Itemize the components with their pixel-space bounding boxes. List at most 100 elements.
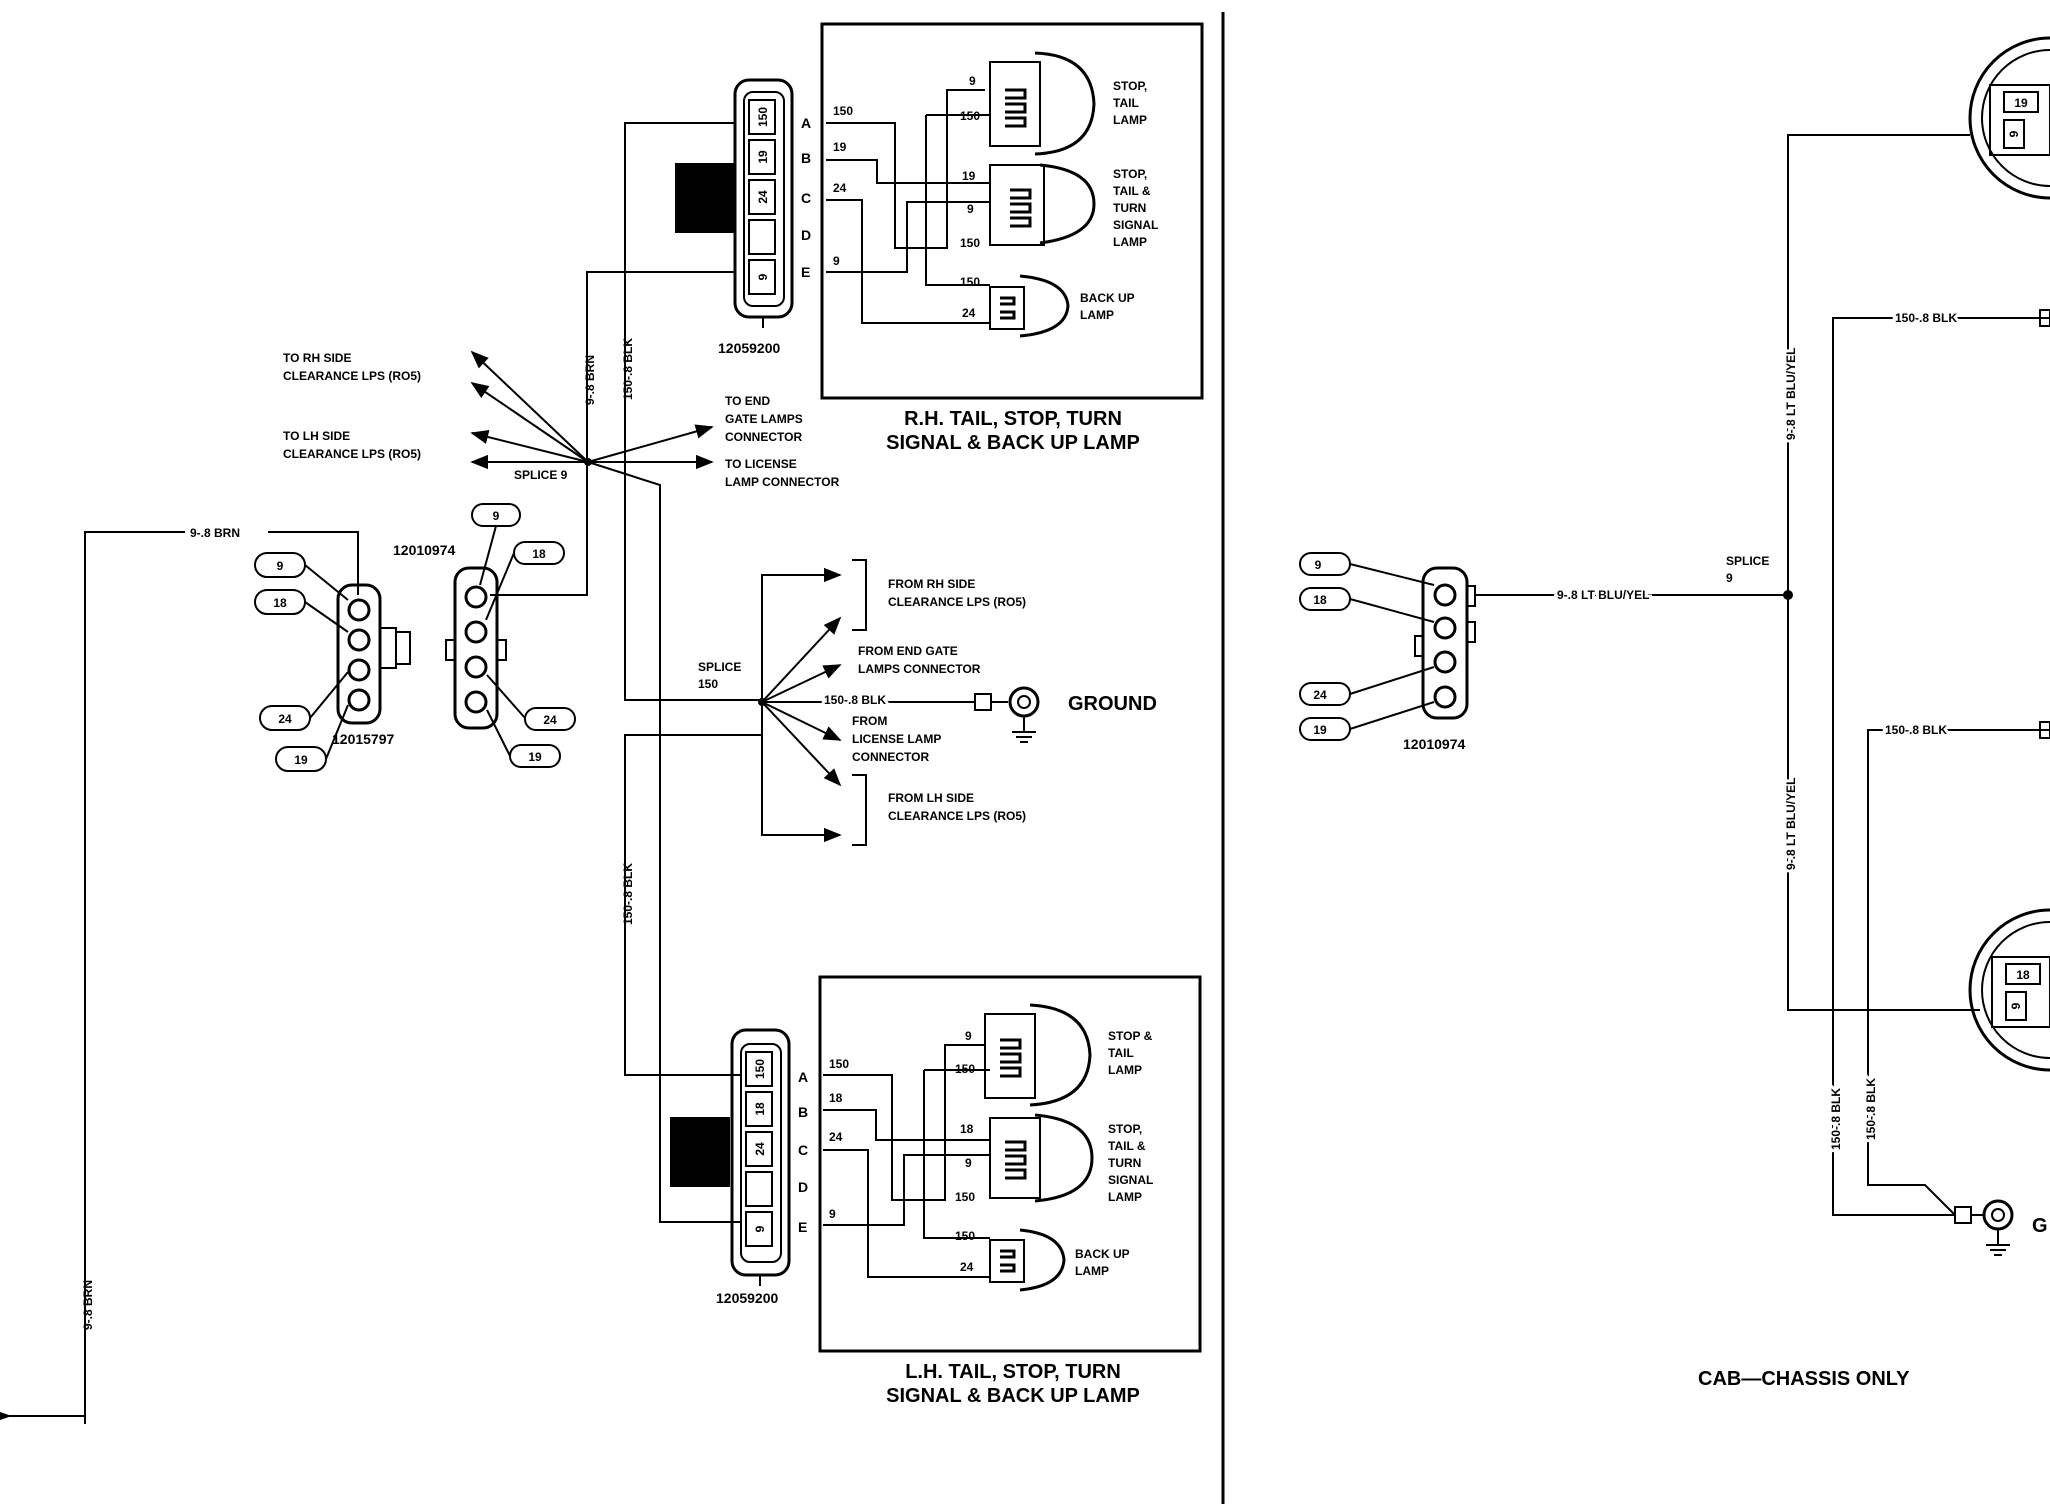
right-page: 9 18 24 19 12010974 9-.8 LT BLU/YEL SPLI…: [1299, 36, 2050, 1390]
rh-lamp-box: [820, 22, 1204, 400]
brn-feed-wire-label: 9-.8 BRN: [190, 526, 240, 540]
svg-text:TURN: TURN: [1108, 1156, 1141, 1170]
svg-text:LAMP CONNECTOR: LAMP CONNECTOR: [725, 475, 840, 489]
c1-pin-19: 19: [294, 753, 308, 767]
blk-upper-label: 150-.8 BLK: [1895, 311, 1957, 325]
rh-pin-d: D: [801, 227, 811, 243]
from-end-gate-label: FROM END GATE: [858, 644, 958, 658]
lh-cavity-e: 9: [753, 1225, 767, 1232]
from-lh-clearance-label: FROM LH SIDE: [888, 791, 974, 805]
c1-pin-9: 9: [277, 559, 284, 573]
splice-150-label: SPLICE: [698, 660, 741, 674]
rh-wire-19: 19: [833, 140, 847, 154]
lh-backup-lamp: 150 24 BACK UP LAMP: [955, 1228, 1130, 1292]
c1-pin-18: 18: [273, 596, 287, 610]
svg-text:SIGNAL & BACK UP LAMP: SIGNAL & BACK UP LAMP: [886, 1385, 1140, 1407]
svg-text:CLEARANCE LPS (RO5): CLEARANCE LPS (RO5): [283, 369, 421, 383]
right-splice-label: SPLICE: [1726, 554, 1769, 568]
rh-pin-c: C: [801, 190, 811, 206]
lh-stop-tail-lamp: 9 150 STOP & TAIL LAMP: [955, 1003, 1153, 1107]
rh-l2-label: STOP,: [1113, 167, 1147, 181]
lh-lamp-caption: L.H. TAIL, STOP, TURN: [905, 1361, 1121, 1383]
rh-l3-label: BACK UP: [1080, 291, 1135, 305]
rll-pin-9: 9: [2009, 1002, 2023, 1009]
blk-lower-label: 150-.8 BLK: [1885, 723, 1947, 737]
splice-9-label: SPLICE 9: [514, 468, 568, 482]
lh-l2-wire-150: 150: [955, 1190, 975, 1204]
lh-l3-wire-24: 24: [960, 1260, 974, 1274]
lh-l2-label: STOP,: [1108, 1122, 1142, 1136]
rh-pin-e: E: [801, 264, 810, 280]
rh-wire-24: 24: [833, 181, 847, 195]
ground-terminal: [974, 686, 1040, 743]
svg-text:LAMP: LAMP: [1113, 113, 1147, 127]
connector-12010974-right: 9 18 24 19 12010974: [1299, 552, 1476, 752]
lh-cavity-c: 24: [753, 1142, 767, 1156]
vertical-lower-wire-label: 9-.8 LT BLU/YEL: [1784, 778, 1798, 870]
rh-cavity-a: 150: [756, 107, 770, 127]
svg-text:CLEARANCE LPS (RO5): CLEARANCE LPS (RO5): [283, 447, 421, 461]
svg-text:GATE LAMPS: GATE LAMPS: [725, 412, 803, 426]
cab-chassis-footer: CAB—CHASSIS ONLY: [1698, 1368, 1910, 1390]
lh-connector-part-number: 12059200: [716, 1290, 779, 1306]
rh-cavity-e: 9: [756, 273, 770, 280]
c2-pin-9: 9: [493, 509, 500, 523]
rh-connector-part-number: 12059200: [718, 340, 781, 356]
c2-pin-24: 24: [543, 713, 557, 727]
lh-wire-18: 18: [829, 1091, 843, 1105]
right-lower-lamp: 18 9: [1968, 908, 2050, 1072]
rh-pin-b: B: [801, 150, 811, 166]
svg-text:SIGNAL & BACK UP LAMP: SIGNAL & BACK UP LAMP: [886, 432, 1140, 454]
lh-l3-label: BACK UP: [1075, 1247, 1130, 1261]
rc-pin-19: 19: [1313, 723, 1327, 737]
svg-text:CLEARANCE LPS (RO5): CLEARANCE LPS (RO5): [888, 809, 1026, 823]
svg-text:LAMP: LAMP: [1075, 1264, 1109, 1278]
svg-text:SIGNAL: SIGNAL: [1108, 1173, 1153, 1187]
svg-text:TAIL &: TAIL &: [1113, 184, 1151, 198]
brn-down-wire-label: 9-.8 BRN: [81, 1280, 95, 1330]
lh-l2-wire-18: 18: [960, 1122, 974, 1136]
to-lh-clearance-label: TO LH SIDE: [283, 429, 350, 443]
rh-lamp-connector: 150 19 24 9 A B C D E 12059200: [675, 78, 811, 356]
c1-pin-24: 24: [278, 712, 292, 726]
lh-turn-signal-lamp: 18 9 150 STOP, TAIL & TURN SIGNAL LAMP: [955, 1113, 1153, 1204]
rh-l1-wire-150: 150: [960, 109, 980, 123]
lh-pin-e: E: [798, 1219, 807, 1235]
rc-part-number: 12010974: [1403, 736, 1466, 752]
rh-backup-lamp: 150 24 BACK UP LAMP: [960, 274, 1135, 338]
svg-text:SIGNAL: SIGNAL: [1113, 218, 1158, 232]
svg-text:9: 9: [1726, 571, 1733, 585]
ground-label: GROUND: [1068, 693, 1157, 715]
rh-l3-wire-150: 150: [960, 275, 980, 289]
rll-pin-18: 18: [2016, 968, 2030, 982]
lh-lamp-connector: 150 18 24 9 A B C D E 12059200: [670, 1028, 808, 1306]
lh-pin-a: A: [798, 1069, 808, 1085]
lh-l2-wire-9: 9: [965, 1156, 972, 1170]
from-rh-clearance-label: FROM RH SIDE: [888, 577, 975, 591]
svg-text:LAMP: LAMP: [1108, 1063, 1142, 1077]
rc-pin-18: 18: [1313, 593, 1327, 607]
lh-lamp-box: [818, 975, 1202, 1353]
svg-text:CLEARANCE LPS (RO5): CLEARANCE LPS (RO5): [888, 595, 1026, 609]
rh-l2-wire-9: 9: [967, 202, 974, 216]
svg-text:TAIL &: TAIL &: [1108, 1139, 1146, 1153]
svg-text:CONNECTOR: CONNECTOR: [852, 750, 929, 764]
blk-vertical-1-label: 150-.8 BLK: [1829, 1088, 1843, 1150]
c2-part-number: 12010974: [393, 542, 456, 558]
rh-turn-signal-lamp: 19 9 150 STOP, TAIL & TURN SIGNAL LAMP: [960, 163, 1158, 250]
rc-pin-9: 9: [1315, 558, 1322, 572]
to-rh-clearance-label: TO RH SIDE: [283, 351, 351, 365]
right-ground-terminal: [1954, 1199, 2014, 1256]
main-wire-label: 9-.8 LT BLU/YEL: [1557, 588, 1649, 602]
lh-l3-wire-150: 150: [955, 1229, 975, 1243]
right-ground-letter: G: [2032, 1215, 2048, 1237]
lh-l1-label: STOP &: [1108, 1029, 1153, 1043]
lh-l1-wire-9: 9: [965, 1029, 972, 1043]
rul-pin-19: 19: [2014, 96, 2028, 110]
lh-cavity-a: 150: [753, 1059, 767, 1079]
to-license-label: TO LICENSE: [725, 457, 797, 471]
rh-cavity-b: 19: [756, 150, 770, 164]
lh-pin-b: B: [798, 1104, 808, 1120]
svg-text:150: 150: [698, 677, 718, 691]
